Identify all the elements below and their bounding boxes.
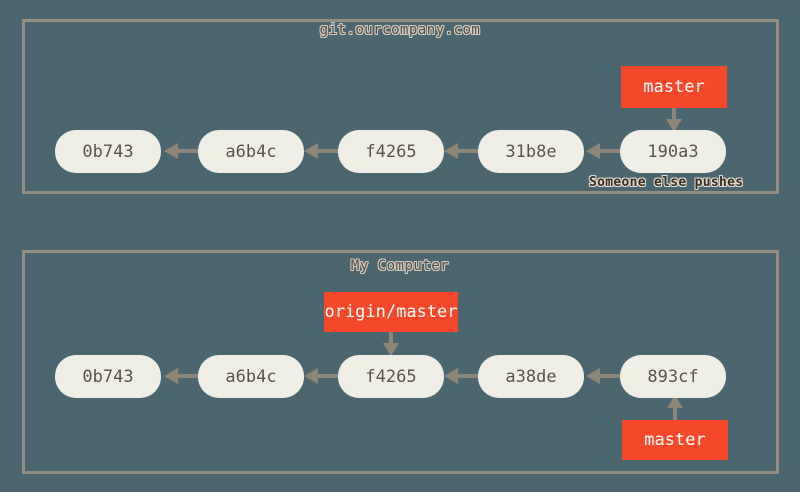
parent-arrow [304,368,338,384]
ref-label-origin-master[interactable]: origin/master [324,292,458,332]
panel-local-repository [22,250,779,474]
ref-label-master[interactable]: master [622,420,728,460]
parent-arrow [304,143,338,159]
commit-node: 0b743 [55,355,161,398]
commit-node: f4265 [338,355,444,398]
parent-arrow [164,143,198,159]
ref-pointer-arrow [666,108,682,132]
panel-remote-title: git.ourcompany.com [319,22,481,38]
commit-node: a6b4c [198,130,304,173]
parent-arrow [444,143,478,159]
commit-node: a6b4c [198,355,304,398]
commit-node: a38de [478,355,584,398]
commit-node: 31b8e [478,130,584,173]
ref-label-master[interactable]: master [621,66,727,108]
ref-pointer-arrow [667,395,683,420]
parent-arrow [586,368,620,384]
panel-remote-repository [22,19,779,194]
parent-arrow [164,368,198,384]
commit-node: f4265 [338,130,444,173]
panel-local-title: My Computer [350,258,450,274]
commit-node: 190a3 [620,130,726,173]
ref-pointer-arrow [383,332,399,356]
annotation-someone-else-pushes: Someone else pushes [589,175,744,190]
commit-node: 0b743 [55,130,161,173]
commit-node: 893cf [620,355,726,398]
parent-arrow [586,143,620,159]
parent-arrow [444,368,478,384]
